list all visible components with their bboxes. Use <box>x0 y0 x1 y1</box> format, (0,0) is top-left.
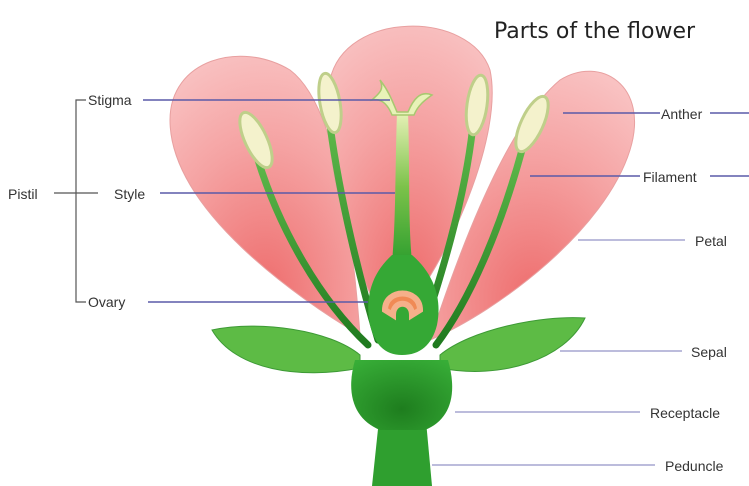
sepal-left <box>212 326 360 373</box>
label-ovary: Ovary <box>88 294 125 310</box>
label-pistil: Pistil <box>8 186 38 202</box>
receptacle <box>351 360 452 430</box>
label-filament: Filament <box>643 169 697 185</box>
label-anther: Anther <box>661 106 702 122</box>
diagram-title: Parts of the flower <box>494 19 695 44</box>
label-sepal: Sepal <box>691 344 727 360</box>
label-receptacle: Receptacle <box>650 405 720 421</box>
label-stigma: Stigma <box>88 92 132 108</box>
label-petal: Petal <box>695 233 727 249</box>
label-peduncle: Peduncle <box>665 458 723 474</box>
sepal-right <box>440 318 585 372</box>
label-style: Style <box>114 186 145 202</box>
pistil-bracket <box>76 100 86 302</box>
